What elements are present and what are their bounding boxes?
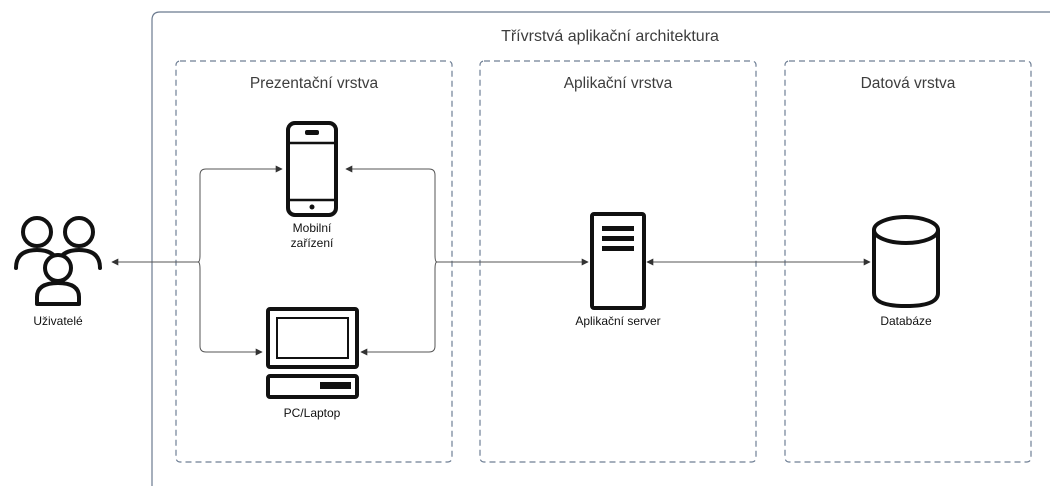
diagram-title: Třívrstvá aplikační architektura [501, 28, 719, 45]
users-group-icon [14, 216, 102, 306]
mobile-label-line2: zařízení [290, 236, 334, 250]
app-server-label: Aplikační server [575, 314, 661, 328]
server-tower-icon [590, 212, 646, 310]
architecture-container [151, 11, 1050, 486]
right-bracket-to-mobile [345, 165, 438, 263]
smartphone-icon [286, 121, 338, 217]
pc-label: PC/Laptop [283, 406, 341, 420]
right-bracket-to-pc [360, 261, 438, 356]
presentation-layer-title: Prezentační vrstva [249, 75, 379, 92]
data-layer-title: Datová vrstva [860, 75, 956, 92]
connectors [111, 165, 871, 356]
database-cylinder-icon [872, 215, 940, 309]
mobile-label-line1: Mobilní [292, 221, 332, 235]
application-layer-title: Aplikační vrstva [563, 75, 673, 92]
users-label: Uživatelé [33, 314, 83, 328]
database-label: Databáze [880, 314, 932, 328]
desktop-computer-icon [266, 307, 359, 399]
bracket-to-mobile [197, 165, 283, 263]
mobile-label: Mobilní zařízení [262, 221, 362, 251]
bracket-to-pc [197, 261, 263, 356]
